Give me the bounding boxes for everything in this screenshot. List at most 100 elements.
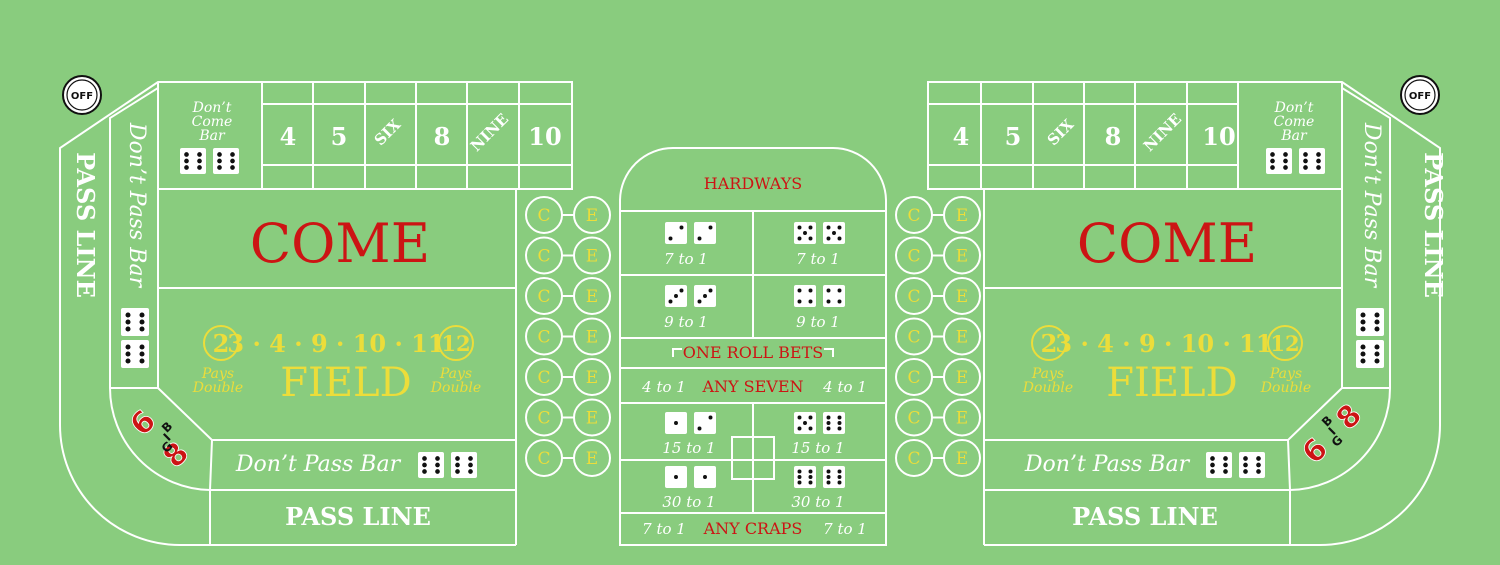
- field-numbers: 3 · 4 · 9 · 10 · 11: [1055, 329, 1272, 358]
- eleven-odds: 15 to 1: [791, 439, 844, 457]
- point-4[interactable]: 4: [280, 122, 297, 151]
- hard-eight-dice-die-1: [794, 285, 816, 307]
- dont-pass-bottom-label-right[interactable]: Don’t Pass Bar: [1024, 452, 1191, 477]
- point-8[interactable]: 8: [434, 122, 451, 151]
- craps-c-label: C: [907, 206, 920, 226]
- any-craps-odds-right: 7 to 1: [823, 520, 867, 538]
- come-label-left[interactable]: COME: [250, 212, 430, 275]
- pass-line-label-left-vertical[interactable]: PASS LINE: [71, 152, 100, 298]
- point-10[interactable]: 10: [528, 122, 561, 151]
- dont-pass-bottom-label-left[interactable]: Don’t Pass Bar: [235, 452, 402, 477]
- come-label-right[interactable]: COME: [1077, 212, 1257, 275]
- point-10[interactable]: 10: [1202, 122, 1235, 151]
- any-craps-odds-left: 7 to 1: [642, 520, 686, 538]
- twelve-odds: 30 to 1: [791, 493, 844, 511]
- off-puck-right[interactable]: OFF: [1400, 75, 1440, 115]
- dont-pass-side-die-right-2: [1356, 340, 1384, 368]
- hard-six-dice-die-1: [665, 285, 687, 307]
- field-label: FIELD: [280, 360, 411, 406]
- dont-come-bar-right[interactable]: Don’t Come Bar: [1274, 100, 1315, 144]
- craps-c-label: C: [907, 449, 920, 469]
- dont-pass-bottom-dice-right-die-2: [1239, 452, 1265, 478]
- hard-eight-odds: 9 to 1: [796, 313, 840, 331]
- point-5[interactable]: 5: [1005, 122, 1022, 151]
- any-craps-label[interactable]: ANY CRAPS: [703, 519, 803, 538]
- dont-pass-side-label-left[interactable]: Don’t Pass Bar: [124, 122, 149, 289]
- point-5[interactable]: 5: [331, 122, 348, 151]
- center-square: [731, 436, 775, 480]
- hard-four-dice-die-1: [665, 222, 687, 244]
- off-puck-left[interactable]: OFF: [62, 75, 102, 115]
- field-right[interactable]: 2 3 · 4 · 9 · 10 · 11 12 FIELD Pays Doub…: [1022, 325, 1311, 406]
- dont-pass-bottom-dice-left-die-2: [451, 452, 477, 478]
- pass-line-label-right-vertical[interactable]: PASS LINE: [1419, 152, 1448, 298]
- eleven-e-label: E: [956, 247, 968, 267]
- any-seven-label[interactable]: ANY SEVEN: [701, 377, 803, 396]
- hard-four-dice-die-2: [694, 222, 716, 244]
- hard-ten-odds: 7 to 1: [796, 250, 840, 268]
- off-puck-label: OFF: [1409, 91, 1431, 102]
- dont-come-bar-left[interactable]: Don’t Come Bar: [192, 100, 233, 144]
- pass-line-label-left-bottom[interactable]: PASS LINE: [285, 502, 431, 531]
- dont-come-dice-right-die-1: [1266, 148, 1292, 174]
- field-left[interactable]: 2 3 · 4 · 9 · 10 · 11 12 FIELD Pays Doub…: [192, 325, 481, 406]
- point-4[interactable]: 4: [953, 122, 970, 151]
- field-number-12: 12: [1270, 331, 1299, 356]
- aces-dice-die-1: [665, 466, 687, 488]
- craps-c-label: C: [537, 449, 550, 469]
- eleven-e-label: E: [586, 206, 598, 226]
- dont-pass-side-die-left-2: [121, 340, 149, 368]
- dont-come-dice-left-die-1: [180, 148, 206, 174]
- any-seven-odds-left: 4 to 1: [641, 378, 686, 396]
- pass-line-outline[interactable]: [59, 81, 573, 546]
- pass-line-outline[interactable]: [927, 81, 1441, 546]
- eleven-e-label: E: [586, 247, 598, 267]
- hard-ten-dice-die-1: [794, 222, 816, 244]
- craps-c-label: C: [537, 247, 550, 267]
- eleven-e-label: E: [956, 409, 968, 429]
- eleven-e-label: E: [956, 328, 968, 348]
- pays-double-left-1: Pays: [201, 366, 234, 382]
- field-numbers: 3 · 4 · 9 · 10 · 11: [227, 329, 444, 358]
- dice-layer: [121, 148, 1384, 488]
- craps-c-label: C: [907, 287, 920, 307]
- ace-deuce-odds: 15 to 1: [662, 439, 715, 457]
- pays-double-right-1: Pays: [1269, 366, 1302, 382]
- aces-odds: 30 to 1: [662, 493, 715, 511]
- dont-pass-side-label-right[interactable]: Don’t Pass Bar: [1359, 122, 1384, 289]
- pays-double-right-2: Double: [430, 380, 481, 396]
- eleven-dice-die-2: [823, 412, 845, 434]
- eleven-e-label: E: [586, 287, 598, 307]
- hard-six-dice-die-2: [694, 285, 716, 307]
- craps-c-label: C: [907, 328, 920, 348]
- eleven-e-label: E: [586, 328, 598, 348]
- pays-double-left-2: Double: [192, 380, 243, 396]
- point-8[interactable]: 8: [1105, 122, 1122, 151]
- craps-c-label: C: [537, 287, 550, 307]
- ace-deuce-dice-die-2: [694, 412, 716, 434]
- dont-come-line3: Bar: [198, 128, 226, 144]
- dont-come-dice-left-die-2: [213, 148, 239, 174]
- hard-eight-dice-die-2: [823, 285, 845, 307]
- dont-come-dice-right-die-2: [1299, 148, 1325, 174]
- pass-line-label-right-bottom[interactable]: PASS LINE: [1072, 502, 1218, 531]
- eleven-e-label: E: [586, 449, 598, 469]
- twelve-dice-die-1: [794, 466, 816, 488]
- eleven-dice-die-1: [794, 412, 816, 434]
